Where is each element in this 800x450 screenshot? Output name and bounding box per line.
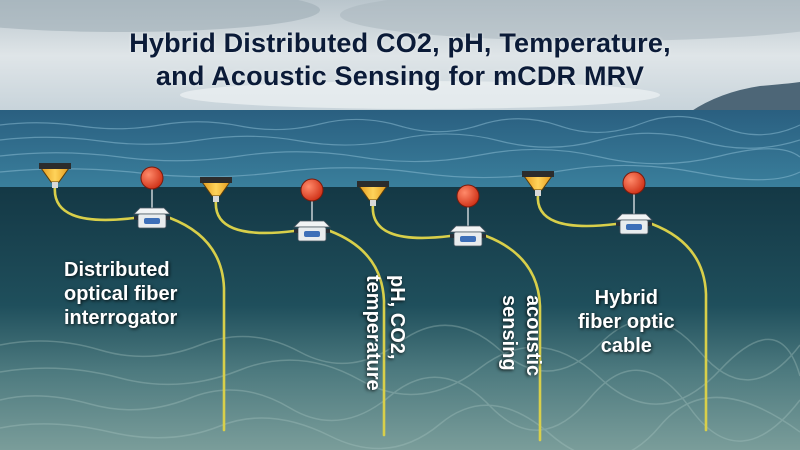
label-interrogator: Distributed optical fiber interrogator: [64, 258, 177, 330]
sensor-node-icon: [615, 213, 653, 235]
fiber-cable-drop: [328, 229, 386, 437]
sensor-node-icon: [449, 225, 487, 247]
fiber-cable-drop: [168, 216, 226, 432]
fiber-cable-segment: [53, 184, 136, 222]
label-interrogator-line-2: optical fiber: [64, 283, 178, 305]
label-hybrid-fiber-optic-cable: Hybrid fiber optic cable: [578, 286, 675, 358]
sensor-node-icon: [133, 207, 171, 229]
label-acoustic-sensing: acoustic sensing: [497, 295, 545, 376]
red-float-icon: [300, 178, 324, 202]
label-interrogator-line-1: Distributed: [64, 259, 170, 281]
sensor-node-icon: [293, 220, 331, 242]
red-float-icon: [622, 171, 646, 195]
label-ph-co2-line-1: pH, CO2,: [386, 275, 408, 360]
fiber-cable-segment: [536, 192, 618, 228]
red-float-icon: [140, 166, 164, 190]
label-acoustic-line-2: sensing: [498, 295, 520, 371]
title-line-1: Hybrid Distributed CO2, pH, Temperature,: [129, 28, 671, 58]
label-hybrid-line-1: Hybrid: [594, 287, 658, 309]
surface-funnel-buoy-icon: [39, 163, 71, 188]
surface-funnel-buoy-icon: [357, 181, 389, 206]
red-float-icon: [456, 184, 480, 208]
label-hybrid-line-2: fiber optic: [578, 311, 675, 333]
label-acoustic-line-1: acoustic: [522, 295, 544, 377]
surface-funnel-buoy-icon: [200, 177, 232, 202]
label-ph-co2-line-2: temperature: [362, 275, 384, 391]
fiber-cable-drop: [650, 222, 708, 432]
label-ph-co2-temperature: pH, CO2, temperature: [361, 275, 409, 391]
surface-funnel-buoy-icon: [522, 171, 554, 196]
fiber-cable-segment: [214, 198, 296, 235]
fiber-cable-segment: [371, 202, 452, 240]
label-interrogator-line-3: interrogator: [64, 307, 178, 329]
label-hybrid-line-3: cable: [600, 335, 652, 357]
fiber-cable-drop: [484, 234, 542, 442]
title-line-2: and Acoustic Sensing for mCDR MRV: [155, 61, 645, 91]
